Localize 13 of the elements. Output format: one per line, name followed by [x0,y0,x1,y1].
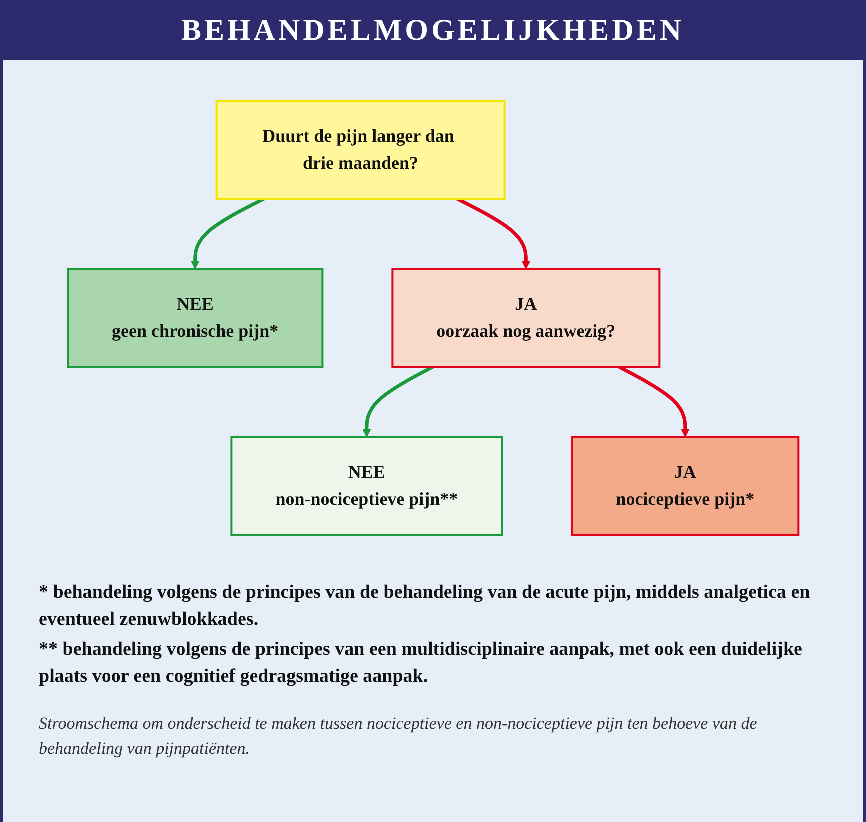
caption: Stroomschema om onderscheid te maken tussen nociceptieve en non-nociceptieve pijn ten behoeve van de behandeling van pijnpatiënten. [39,713,758,760]
node-box: NEE geen chronische pijn* [66,268,324,368]
arrow [362,365,434,438]
arrow [190,197,265,270]
footnote: * behandeling volgens de principes van de behandeling van de acute pijn, middels analgetica en eventueel zenuwblokkades. [39,581,812,632]
footnote: ** behandeling volgens de principes van een multidisciplinaire aanpak, met ook een duidelijke plaats voor een cognitief gedragsmatige aanpak. [39,638,804,689]
node-box: JA nociceptieve pijn* [570,436,800,536]
arrow [456,197,530,270]
node-box: JA oorzaak nog aanwezig? [391,268,660,368]
arrow [618,365,690,438]
node-box: Duurt de pijn langer dan drie maanden? [215,100,506,200]
node-box: NEE non-nociceptieve pijn** [230,436,503,536]
title-banner: BEHANDELMOGELIJKHEDEN [3,0,863,60]
